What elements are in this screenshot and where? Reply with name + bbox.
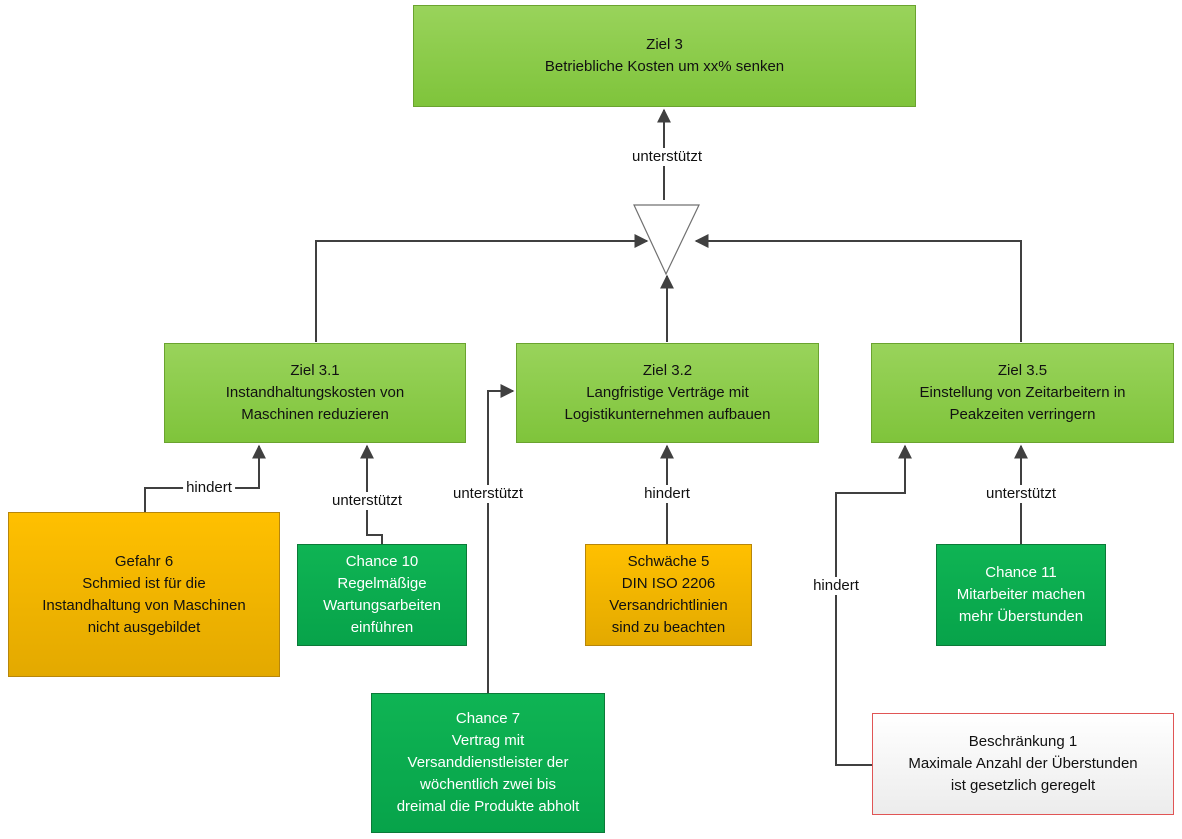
goal-ziel-3-2: Ziel 3.2 Langfristige Verträge mit Logis… [516, 343, 819, 443]
connector-chance7-to-ziel32 [487, 384, 515, 693]
factor-text: Maximale Anzahl der Überstunden [908, 755, 1138, 772]
factor-text: einführen [350, 619, 414, 636]
connector-chance10-to-ziel31 [360, 444, 383, 544]
label-gefahr6-hindert: hindert [183, 479, 235, 497]
goal-ziel-3: Ziel 3 Betriebliche Kosten um xx% senken [413, 5, 916, 107]
chance-10: Chance 10 Regelmäßige Wartungsarbeiten e… [297, 544, 467, 646]
chance-7: Chance 7 Vertrag mit Versanddienstleiste… [371, 693, 605, 833]
factor-text: Schmied ist für die [82, 574, 206, 592]
factor-id: Schwäche 5 [627, 553, 710, 570]
connector-beschraenkung1-to-ziel35 [835, 444, 912, 766]
goal-text: Einstellung von Zeitarbeitern in [919, 384, 1126, 401]
factor-text: Wartungsarbeiten [323, 597, 441, 614]
factor-text: Vertrag mit [451, 732, 525, 749]
label-chance7-unterstuetzt: unterstützt [449, 485, 527, 503]
goal-id: Ziel 3.5 [997, 362, 1048, 379]
factor-id: Beschränkung 1 [968, 733, 1078, 750]
factor-text: sind zu beachten [611, 619, 726, 636]
factor-text: Versandrichtlinien [609, 597, 728, 614]
factor-text: Versanddienstleister der [407, 754, 569, 771]
weakness-schwaeche-5: Schwäche 5 DIN ISO 2206 Versandrichtlini… [585, 544, 752, 646]
factor-text: ist gesetzlich geregelt [950, 777, 1096, 794]
factor-id: Gefahr 6 [114, 552, 174, 570]
label-chance10-unterstuetzt: unterstützt [328, 492, 406, 510]
factor-text: Mitarbeiter machen [956, 586, 1086, 603]
goal-text: Instandhaltungskosten von [225, 384, 405, 401]
goal-text: Logistikunternehmen aufbauen [564, 406, 771, 423]
goal-id: Ziel 3.1 [290, 362, 340, 379]
goal-text: Langfristige Verträge mit [586, 384, 749, 401]
factor-text: DIN ISO 2206 [621, 575, 716, 592]
goal-text: Betriebliche Kosten um xx% senken [544, 58, 785, 75]
constraint-beschraenkung-1: Beschränkung 1 Maximale Anzahl der Übers… [872, 713, 1174, 815]
factor-text: Instandhaltung von Maschinen [42, 596, 246, 614]
goal-text: Peakzeiten verringern [949, 406, 1096, 423]
factor-text: nicht ausgebildet [87, 618, 201, 636]
label-schwaeche5-hindert: hindert [641, 485, 693, 503]
chance-11: Chance 11 Mitarbeiter machen mehr Überst… [936, 544, 1106, 646]
label-beschraenkung1-hindert: hindert [810, 577, 862, 595]
factor-text: mehr Überstunden [958, 608, 1084, 625]
factor-text: Regelmäßige [337, 575, 427, 592]
goal-text: Maschinen reduzieren [241, 406, 389, 423]
connector-ziel35-to-and [694, 234, 1022, 342]
factor-id: Chance 7 [455, 710, 521, 727]
factor-text: dreimal die Produkte abholt [396, 798, 580, 815]
factor-id: Chance 11 [985, 564, 1057, 581]
goal-id: Ziel 3.2 [642, 362, 693, 379]
label-chance11-unterstuetzt: unterstützt [982, 485, 1060, 503]
risk-gefahr-6: Gefahr 6 Schmied ist für die Instandhalt… [8, 512, 280, 677]
factor-id: Chance 10 [345, 553, 419, 570]
goal-id: Ziel 3 [646, 36, 683, 53]
goal-ziel-3-1: Ziel 3.1 Instandhaltungskosten von Masch… [164, 343, 466, 443]
connector-ziel31-to-and [315, 234, 649, 342]
and-triangle [633, 204, 700, 276]
goal-ziel-3-5: Ziel 3.5 Einstellung von Zeitarbeitern i… [871, 343, 1174, 443]
factor-text: wöchentlich zwei bis [420, 776, 556, 793]
label-top-unterstuetzt: unterstützt [628, 148, 706, 166]
